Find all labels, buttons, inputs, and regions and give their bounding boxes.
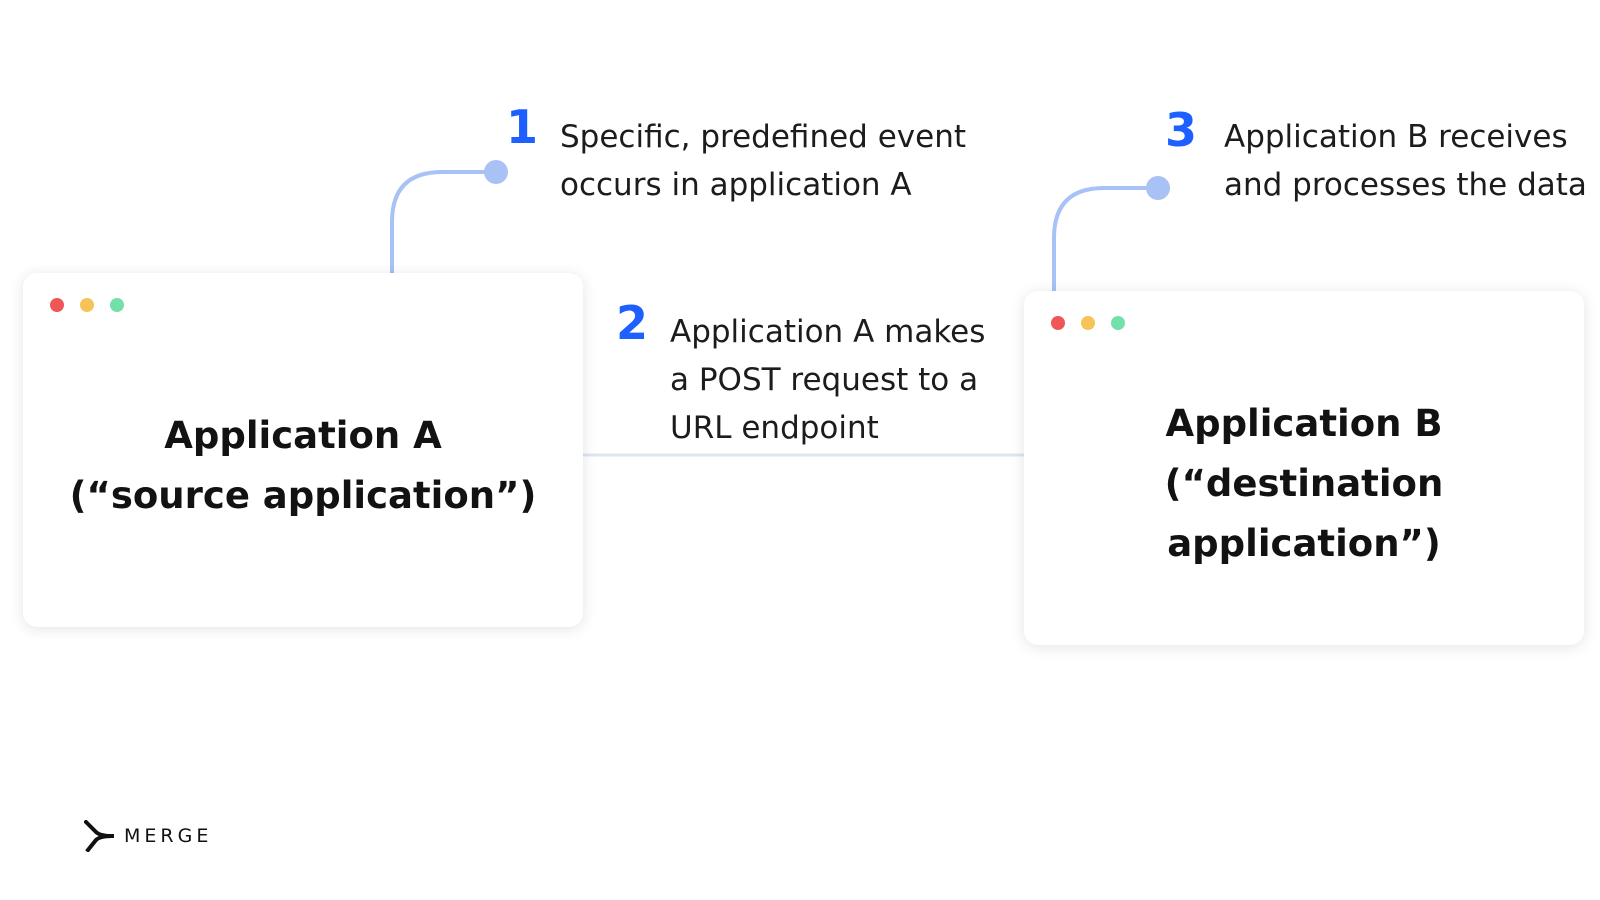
source-application-card: Application A (“source application”)	[23, 273, 583, 627]
destination-application-title: Application B (“destination application”…	[1024, 394, 1584, 574]
source-application-title: Application A (“source application”)	[23, 406, 583, 526]
close-dot-icon	[50, 298, 64, 312]
maximize-dot-icon	[1111, 316, 1125, 330]
step-line: a POST request to a	[670, 362, 979, 398]
step-2-number: 2	[616, 296, 649, 350]
card-title-line: (“destination application”)	[1164, 462, 1444, 565]
step-line: Specific, predefined event	[560, 119, 966, 155]
card-title-line: Application A	[164, 414, 442, 457]
step-line: Application A makes	[670, 314, 986, 350]
step-1-number: 1	[506, 100, 539, 154]
step-line: occurs in application A	[560, 167, 912, 203]
connector-step-3	[1052, 186, 1158, 291]
step-line: Application B receives	[1224, 119, 1568, 155]
step-line: and processes the data	[1224, 167, 1587, 203]
destination-application-card: Application B (“destination application”…	[1024, 291, 1584, 645]
merge-logo-icon	[84, 820, 115, 852]
merge-logo: MERGE	[84, 820, 212, 852]
connector-step-1	[390, 170, 496, 273]
step-3-number: 3	[1165, 103, 1198, 157]
window-controls	[1051, 316, 1125, 330]
window-controls	[50, 298, 124, 312]
step-1-description: Specific, predefined event occurs in app…	[560, 113, 966, 209]
maximize-dot-icon	[110, 298, 124, 312]
step-line: URL endpoint	[670, 410, 879, 446]
minimize-dot-icon	[80, 298, 94, 312]
connector-node-1	[484, 160, 508, 184]
connector-node-3	[1146, 176, 1170, 200]
close-dot-icon	[1051, 316, 1065, 330]
card-title-line: (“source application”)	[69, 474, 537, 517]
step-2-description: Application A makes a POST request to a …	[670, 308, 985, 452]
minimize-dot-icon	[1081, 316, 1095, 330]
card-title-line: Application B	[1165, 402, 1443, 445]
merge-logo-text: MERGE	[124, 825, 213, 847]
step-3-description: Application B receives and processes the…	[1224, 113, 1587, 209]
